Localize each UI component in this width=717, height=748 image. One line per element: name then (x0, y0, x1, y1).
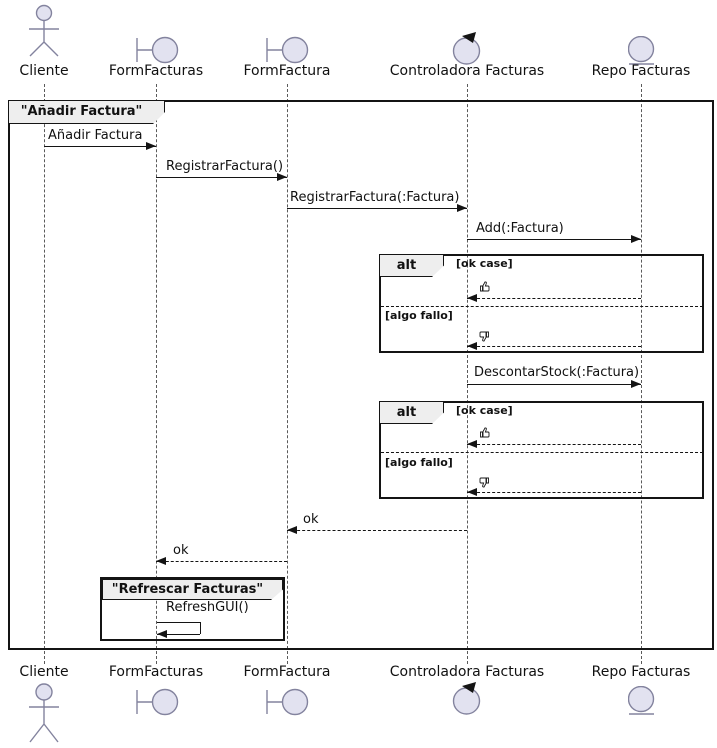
message-anadir-factura: Añadir Factura (48, 128, 143, 143)
participant-label-repo-facturas: Repo Facturas (591, 63, 691, 79)
arrowhead-icon (467, 294, 477, 302)
response-line (467, 298, 641, 299)
alt-fragment-1-guard-fail: [algo fallo] (385, 309, 453, 322)
actor-icon (26, 682, 62, 748)
entity-icon (627, 35, 656, 72)
thumbs-up-icon (478, 278, 491, 297)
message-line (467, 239, 641, 240)
participant-label-formfactura-bottom: FormFactura (243, 664, 331, 680)
arrowhead-icon (157, 630, 167, 638)
participant-label-formfacturas-bottom: FormFacturas (108, 664, 204, 680)
alt-fragment-2-guard-ok: [ok case] (456, 404, 513, 417)
participant-label-repo-facturas-bottom: Repo Facturas (591, 664, 691, 680)
response-line (287, 530, 467, 531)
alt-fragment-2 (379, 401, 704, 499)
lifeline-cliente (44, 84, 45, 664)
boundary-icon (263, 688, 309, 720)
boundary-icon (133, 36, 179, 68)
arrowhead-icon (277, 173, 287, 181)
alt-fragment-1-guard-ok: [ok case] (456, 257, 513, 270)
lifeline-repo-facturas (641, 84, 642, 664)
alt-fragment-2-operator: alt (379, 401, 444, 424)
arrowhead-icon (631, 380, 641, 388)
participant-label-controladora-facturas: Controladora Facturas (389, 63, 545, 79)
alt-divider (381, 306, 703, 307)
alt-fragment-1-operator: alt (379, 254, 444, 277)
message-add-factura: Add(:Factura) (476, 221, 564, 236)
arrowhead-icon (287, 526, 297, 534)
frame-anadir-factura (8, 100, 714, 650)
lifeline-formfactura (287, 84, 288, 664)
alt-divider (381, 452, 703, 453)
message-descontar-stock: DescontarStock(:Factura) (474, 365, 640, 380)
response-line (156, 561, 287, 562)
self-message-line (200, 622, 201, 634)
arrowhead-icon (146, 142, 156, 150)
message-registrar-factura: RegistrarFactura() (166, 159, 284, 174)
arrowhead-icon (467, 342, 477, 350)
self-message-line (157, 622, 200, 623)
frame-refrescar-facturas (100, 577, 285, 641)
thumbs-up-icon (478, 424, 491, 443)
participant-label-cliente-bottom: Cliente (19, 664, 69, 680)
thumbs-down-icon (478, 326, 491, 345)
boundary-icon (133, 688, 179, 720)
arrowhead-icon (631, 235, 641, 243)
lifeline-controladora-facturas (467, 84, 468, 664)
message-registrar-factura-arg: RegistrarFactura(:Factura) (290, 190, 460, 205)
alt-fragment-1 (379, 254, 704, 353)
participant-label-cliente: Cliente (19, 63, 69, 79)
arrowhead-icon (156, 557, 166, 565)
thumbs-down-icon (478, 472, 491, 491)
control-icon (449, 30, 485, 70)
entity-icon (627, 685, 656, 722)
response-line (467, 346, 641, 347)
message-refresh-gui: RefreshGUI() (166, 600, 249, 615)
response-line (467, 492, 641, 493)
control-icon (449, 680, 485, 720)
message-line (44, 146, 156, 147)
participant-label-formfacturas: FormFacturas (108, 63, 204, 79)
arrowhead-icon (457, 204, 467, 212)
frame-anadir-factura-title: "Añadir Factura" (8, 100, 165, 124)
arrowhead-icon (467, 488, 477, 496)
message-line (467, 384, 641, 385)
message-ok-2: ok (173, 543, 189, 558)
lifeline-formfacturas (156, 84, 157, 664)
arrowhead-icon (467, 440, 477, 448)
response-line (467, 444, 641, 445)
message-line (287, 208, 467, 209)
boundary-icon (263, 36, 309, 68)
participant-label-formfactura: FormFactura (243, 63, 331, 79)
alt-fragment-2-guard-fail: [algo fallo] (385, 456, 453, 469)
message-line (156, 177, 287, 178)
message-ok-1: ok (303, 512, 319, 527)
frame-refrescar-facturas-title: "Refrescar Facturas" (102, 579, 283, 600)
actor-icon (26, 4, 62, 61)
self-message-line (157, 634, 200, 635)
participant-label-controladora-facturas-bottom: Controladora Facturas (389, 664, 545, 680)
